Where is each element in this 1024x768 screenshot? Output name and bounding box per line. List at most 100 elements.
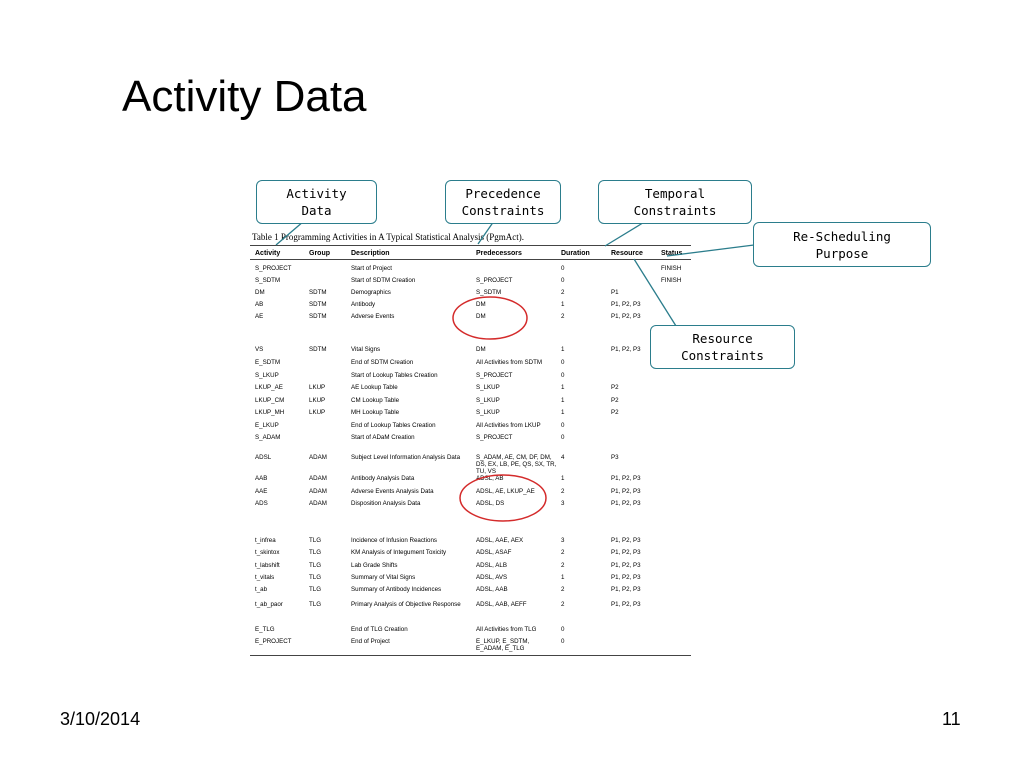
callout-temporal-line2: Constraints	[633, 203, 717, 218]
header-group: Group	[309, 250, 330, 257]
cell-description: Adverse Events Analysis Data	[351, 488, 434, 495]
cell-duration: 2	[561, 601, 565, 608]
cell-description: KM Analysis of Integument Toxicity	[351, 549, 447, 556]
cell-group: LKUP	[309, 384, 326, 391]
header-activity: Activity	[255, 250, 281, 257]
cell-duration: 0	[561, 422, 565, 429]
cell-activity: t_infrea	[255, 537, 276, 544]
cell-activity: t_ab_paor	[255, 601, 283, 608]
header-predecessors: Predecessors	[476, 250, 522, 257]
table-top-rule	[250, 245, 691, 246]
cell-predecessors: DM	[476, 301, 486, 308]
cell-predecessors: S_PROJECT	[476, 434, 513, 441]
callout-rescheduling-line1: Re-Scheduling	[793, 228, 891, 244]
cell-group: ADAM	[309, 488, 327, 495]
cell-activity: LKUP_MH	[255, 409, 285, 416]
cell-duration: 0	[561, 626, 565, 633]
cell-activity: ADS	[255, 500, 268, 507]
cell-group: TLG	[309, 562, 322, 569]
cell-activity: ADSL	[255, 454, 272, 461]
cell-predecessors: DM	[476, 313, 486, 320]
cell-resource: P1, P2, P3	[611, 475, 641, 482]
cell-predecessors: S_LKUP	[476, 397, 500, 404]
table-bottom-rule	[250, 655, 691, 656]
cell-group: SDTM	[309, 289, 327, 296]
callout-activity-data: Activity Data	[256, 180, 377, 224]
cell-activity: LKUP_CM	[255, 397, 285, 404]
cell-description: Start of SDTM Creation	[351, 277, 416, 284]
cell-duration: 4	[561, 454, 565, 461]
cell-group: SDTM	[309, 301, 327, 308]
footer-date: 3/10/2014	[60, 709, 141, 729]
cell-activity: E_SDTM	[255, 359, 281, 366]
cell-group: TLG	[309, 601, 322, 608]
cell-description: Antibody	[351, 301, 376, 308]
cell-duration: 0	[561, 265, 565, 272]
cell-predecessors: S_PROJECT	[476, 277, 513, 284]
cell-activity: DM	[255, 289, 265, 296]
table-caption: Table 1 Programming Activities in A Typi…	[252, 232, 525, 242]
callout-temporal: Temporal Constraints	[598, 180, 752, 224]
cell-activity: t_labshift	[255, 562, 280, 569]
slide-title: Activity Data	[122, 72, 367, 121]
cell-activity: AAB	[255, 475, 268, 482]
cell-duration: 3	[561, 500, 565, 507]
cell-description: Demographics	[351, 289, 391, 296]
cell-activity: AE	[255, 313, 264, 320]
cell-description: End of TLG Creation	[351, 626, 408, 633]
cell-predecessors: S_LKUP	[476, 409, 500, 416]
cell-description: MH Lookup Table	[351, 409, 400, 416]
cell-predecessors: ADSL, AVS	[476, 574, 508, 581]
cell-duration: 1	[561, 409, 565, 416]
cell-duration: 1	[561, 475, 565, 482]
cell-activity: t_vitals	[255, 574, 275, 581]
cell-resource: P1, P2, P3	[611, 601, 641, 608]
cell-resource: P1, P2, P3	[611, 586, 641, 593]
callout-activity-line2: Data	[301, 203, 332, 218]
cell-predecessors: All Activities from TLG	[476, 626, 537, 633]
cell-group: TLG	[309, 537, 322, 544]
cell-duration: 0	[561, 434, 565, 441]
callout-precedence-line2: Constraints	[461, 203, 545, 218]
cell-predecessors: ADSL, ALB	[476, 562, 507, 569]
callout-resource: Resource Constraints	[650, 325, 795, 369]
cell-activity: LKUP_AE	[255, 384, 283, 391]
cell-activity: S_SDTM	[255, 277, 281, 284]
table-header-rule	[250, 259, 691, 260]
callout-resource-line2: Constraints	[681, 348, 764, 363]
cell-status: FINISH	[661, 265, 682, 272]
cell-predecessors: ADSL, AAB, AEFF	[476, 601, 527, 608]
header-description: Description	[351, 250, 390, 257]
cell-duration: 2	[561, 313, 565, 320]
cell-resource: P1, P2, P3	[611, 574, 641, 581]
callout-resource-line1: Resource	[692, 331, 753, 346]
callout-precedence: Precedence Constraints	[445, 180, 561, 224]
callout-precedence-line1: Precedence	[465, 186, 541, 201]
cell-predecessors: All Activities from SDTM	[476, 359, 543, 366]
cell-description: End of Project	[351, 638, 390, 645]
cell-duration: 2	[561, 562, 565, 569]
cell-duration: 0	[561, 359, 565, 366]
cell-activity: AAE	[255, 488, 268, 495]
cell-description: Antibody Analysis Data	[351, 475, 415, 482]
cell-resource: P1, P2, P3	[611, 549, 641, 556]
cell-group: LKUP	[309, 397, 326, 404]
header-resource: Resource	[611, 250, 643, 257]
cell-description: Disposition Analysis Data	[351, 500, 421, 507]
cell-duration: 1	[561, 346, 565, 353]
cell-duration: 1	[561, 397, 565, 404]
cell-description: Start of Lookup Tables Creation	[351, 372, 438, 379]
cell-duration: 1	[561, 574, 565, 581]
cell-activity: AB	[255, 301, 264, 308]
cell-predecessors: DM	[476, 346, 486, 353]
cell-description: Summary of Vital Signs	[351, 574, 416, 581]
cell-duration: 0	[561, 638, 565, 645]
cell-predecessors: E_LKUP, E_SDTM, E_ADAM, E_TLG	[476, 638, 530, 652]
cell-group: TLG	[309, 586, 322, 593]
cell-description: End of Lookup Tables Creation	[351, 422, 436, 429]
cell-predecessors: S_ADAM, AE, CM, DF, DM, DS, EX, LB, PE, …	[476, 454, 557, 475]
cell-resource: P2	[611, 397, 619, 404]
callout-rescheduling-line2: Purpose	[815, 245, 869, 261]
cell-description: CM Lookup Table	[351, 397, 400, 404]
cell-activity: S_PROJECT	[255, 265, 292, 272]
